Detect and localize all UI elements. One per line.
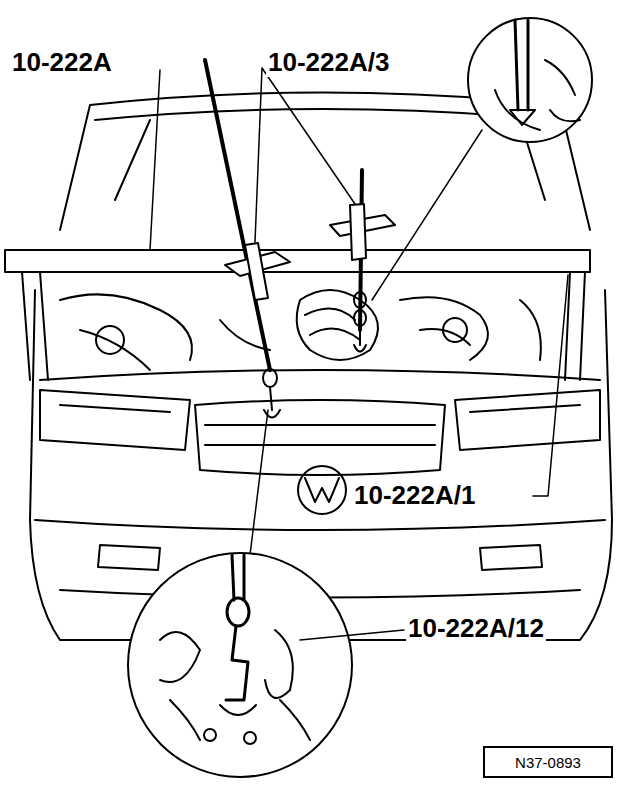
part-label: 10-222A/3 bbox=[266, 48, 391, 77]
part-label: 10-222A/1 bbox=[352, 481, 477, 510]
figure-number: N37-0893 bbox=[515, 754, 581, 771]
part-label: 10-222A/12 bbox=[406, 614, 546, 643]
part-label: 10-222A bbox=[10, 48, 114, 77]
figure-number-box: N37-0893 bbox=[483, 746, 613, 778]
